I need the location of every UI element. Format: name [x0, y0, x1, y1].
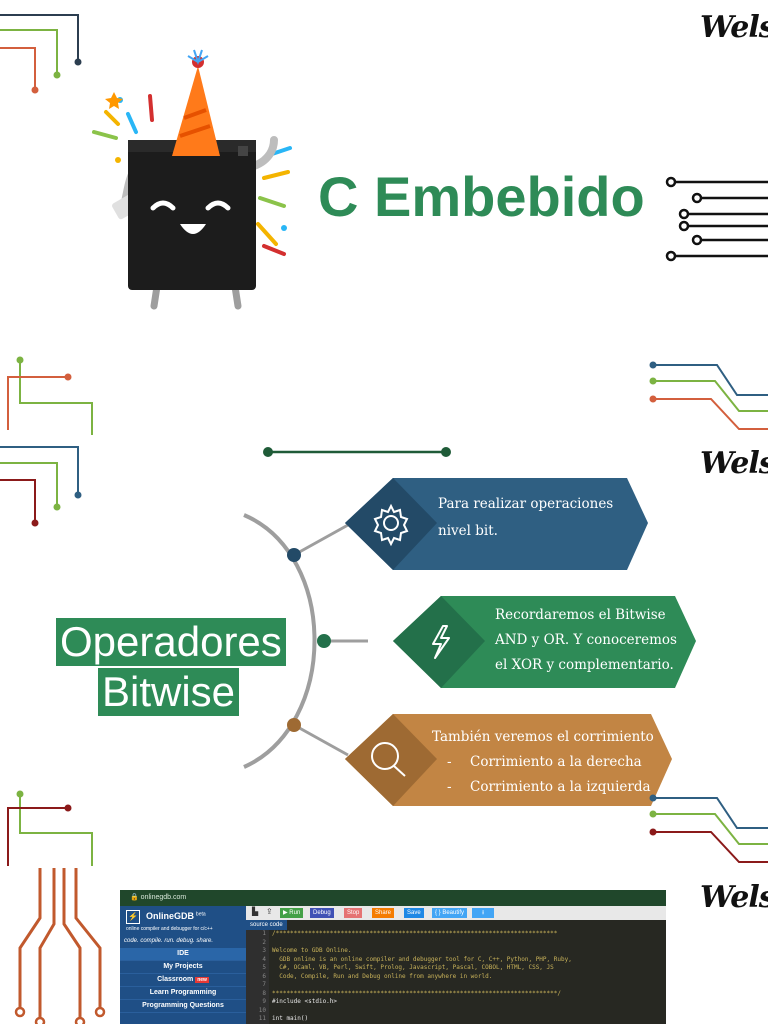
item-3-bullet-2: Corrimiento a la izquierda [470, 779, 651, 795]
line-number: 6 [262, 972, 266, 980]
circuit-top-left [0, 14, 82, 94]
gear-icon [373, 503, 409, 547]
code-line: ****************************************… [272, 989, 561, 997]
search-icon [371, 742, 406, 777]
circuit-left-pcb [14, 868, 106, 1024]
code-line: C#, OCaml, VB, Perl, Swift, Prolog, Java… [272, 964, 554, 971]
stop-button[interactable]: Stop [344, 908, 363, 918]
wels-logo: Wels [700, 880, 768, 915]
line-number: 4 [262, 955, 266, 963]
line-number: 3 [262, 947, 266, 954]
item-3-bullet-1: Corrimiento a la derecha [470, 754, 642, 770]
item-2-line-3: el XOR y complementario. [495, 657, 674, 673]
beautify-button[interactable]: { } Beautify [432, 908, 468, 918]
line-number: 8 [262, 989, 266, 997]
item-3-bullet-mark-2: - [447, 779, 452, 795]
operators-title-line2: Bitwise [98, 668, 240, 716]
circuit-right-bottom [649, 794, 768, 863]
code-lines: /***************************************… [272, 930, 666, 1024]
gdb-toolbar: ▙ ⇪ ▶ Run Debug Stop Share Save { } Beau… [246, 906, 666, 920]
code-line: Code, Compile, Run and Debug online from… [272, 972, 493, 980]
item-banner-1 [345, 478, 648, 570]
lightning-icon [432, 625, 450, 659]
sidebar-item-my-projects[interactable]: My Projects [120, 961, 246, 974]
gdb-logo-icon: ⚡ [126, 910, 140, 924]
item-banner-2 [393, 596, 696, 688]
wels-logo: Wels [700, 446, 768, 481]
party-chip-mascot [92, 49, 292, 310]
item-1-line-2: nivel bit. [438, 523, 498, 539]
line-number: 5 [262, 964, 266, 971]
browser-url: onlinegdb.com [140, 894, 187, 901]
gdb-sidebar: ⚡ OnlineGDB beta online compiler and deb… [120, 906, 246, 1024]
sidebar-item-classroom-label: Classroom [157, 976, 194, 983]
run-label: Run [289, 910, 301, 916]
browser-url-bar: 🔒 onlinegdb.com [120, 890, 666, 906]
debug-button[interactable]: Debug [310, 908, 334, 918]
line-number: 11 [258, 1015, 266, 1022]
wels-logo: Wels [700, 10, 768, 45]
sidebar-item-ide[interactable]: IDE [120, 948, 246, 961]
item-2-line-1: Recordaremos el Bitwise [495, 607, 666, 623]
code-line: int main() [272, 1015, 309, 1022]
save-button[interactable]: Save [404, 908, 424, 918]
sidebar-item-programming-questions[interactable]: Programming Questions [120, 1000, 246, 1013]
gdb-motto: code. compile. run. debug. share. [124, 938, 214, 944]
code-line: GDB online is an online compiler and deb… [272, 955, 572, 963]
sidebar-item-classroom[interactable]: Classroom new [120, 974, 246, 987]
line-number: 2 [262, 938, 266, 946]
line-number: 9 [262, 998, 266, 1005]
gdb-brand: OnlineGDB [145, 911, 194, 921]
timeline-arc [243, 513, 368, 769]
new-file-icon[interactable]: ▙ [252, 907, 259, 916]
upload-icon[interactable]: ⇪ [266, 907, 273, 916]
item-3-line-1: También veremos el corrimiento [432, 729, 654, 745]
lock-icon: 🔒 [130, 894, 139, 901]
new-badge: new [195, 977, 209, 983]
share-button[interactable]: Share [372, 908, 395, 918]
gdb-brand-block: ⚡ OnlineGDB beta online compiler and deb… [120, 906, 246, 936]
line-number: 1 [262, 930, 266, 937]
code-line: /***************************************… [272, 930, 558, 937]
editor-tab[interactable]: source code [246, 920, 287, 930]
circuit-left-middle [0, 356, 93, 527]
code-line: Welcome to GDB Online. [272, 947, 352, 954]
item-banner-3 [345, 714, 672, 806]
item-1-line-1: Para realizar operaciones [438, 496, 614, 512]
circuit-right-middle [649, 361, 768, 430]
line-number: 10 [258, 1006, 266, 1014]
code-line: #include <stdio.h> [272, 998, 338, 1005]
section-title: C Embebido [318, 165, 645, 228]
header-dumbbell-line [263, 447, 451, 457]
code-line [272, 981, 666, 990]
line-number: 7 [262, 981, 266, 988]
code-line [272, 939, 666, 948]
operators-title-line1: Operadores [56, 618, 286, 666]
circuit-right-top [665, 176, 768, 262]
onlinegdb-screenshot: 🔒 onlinegdb.com ⚡ OnlineGDB beta online … [120, 890, 666, 1024]
sidebar-item-learn-programming[interactable]: Learn Programming [120, 987, 246, 1000]
circuit-left-bottom [7, 790, 93, 866]
gdb-tagline: online compiler and debugger for c/c++ [126, 926, 213, 932]
download-button[interactable]: ⭳ [472, 908, 494, 918]
code-line [272, 1007, 666, 1016]
item-3-bullet-mark-1: - [447, 754, 452, 770]
run-button[interactable]: ▶ Run [280, 908, 304, 918]
item-2-line-2: AND y OR. Y conoceremos [495, 632, 677, 648]
gdb-beta: beta [195, 911, 206, 918]
